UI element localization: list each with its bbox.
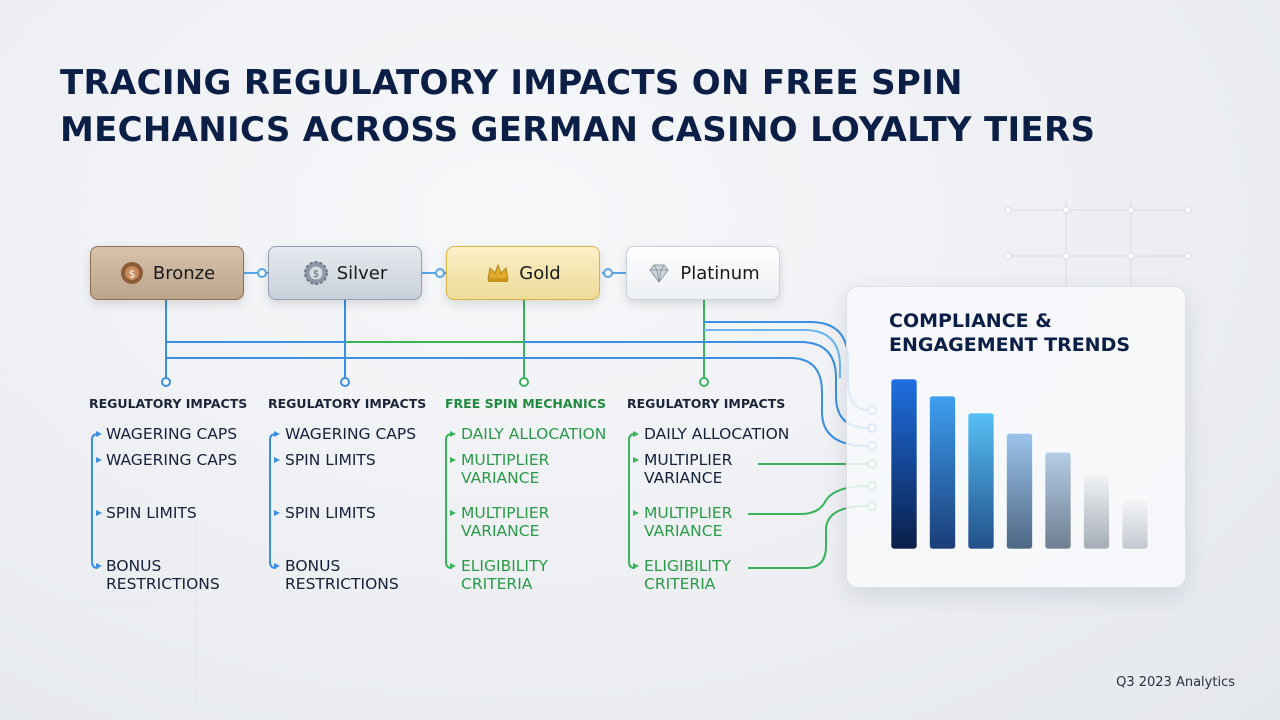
- list-item: ELIGIBILITY CRITERIA: [644, 557, 731, 593]
- list-item: ELIGIBILITY CRITERIA: [461, 557, 548, 593]
- chart-bar: [929, 395, 956, 550]
- column-heading: FREE SPIN MECHANICS: [445, 396, 607, 411]
- chart-bar: [967, 412, 995, 550]
- diamond-icon: [646, 260, 672, 286]
- list-item: MULTIPLIER VARIANCE: [461, 451, 550, 487]
- tier-bronze[interactable]: $ Bronze: [90, 246, 244, 300]
- list-item: SPIN LIMITS: [285, 504, 376, 522]
- list-item: WAGERING CAPS: [106, 451, 238, 469]
- tier-label: Gold: [519, 262, 561, 284]
- coin-icon: $: [119, 260, 145, 286]
- title-line-2: MECHANICS ACROSS GERMAN CASINO LOYALTY T…: [60, 110, 1096, 150]
- chart-bar: [1044, 451, 1072, 550]
- list-item: BONUS RESTRICTIONS: [106, 557, 220, 593]
- panel-title: COMPLIANCE & ENGAGEMENT TRENDS: [889, 309, 1169, 357]
- tier-label: Platinum: [680, 262, 760, 284]
- footer-label: Q3 2023 Analytics: [1116, 675, 1235, 690]
- list-item: SPIN LIMITS: [106, 504, 197, 522]
- tier-silver[interactable]: $ Silver: [268, 246, 422, 300]
- column-heading: REGULATORY IMPACTS: [89, 396, 248, 411]
- tier-label: Silver: [336, 262, 388, 284]
- chart-bar: [1083, 472, 1110, 550]
- trend-bar-chart: [890, 378, 1149, 550]
- chart-bar: [1006, 432, 1033, 550]
- crown-icon: [485, 260, 511, 286]
- chart-bar: [1121, 495, 1149, 550]
- list-item: SPIN LIMITS: [285, 451, 376, 469]
- list-item: MULTIPLIER VARIANCE: [644, 504, 733, 540]
- page-title: TRACING REGULATORY IMPACTS ON FREE SPIN …: [60, 60, 1210, 154]
- list-item: MULTIPLIER VARIANCE: [644, 451, 733, 487]
- panel-title-line-2: ENGAGEMENT TRENDS: [889, 334, 1131, 356]
- chart-bar: [890, 378, 918, 550]
- list-item: DAILY ALLOCATION: [461, 425, 607, 443]
- svg-text:$: $: [128, 268, 135, 281]
- list-item: BONUS RESTRICTIONS: [285, 557, 399, 593]
- list-item: MULTIPLIER VARIANCE: [461, 504, 550, 540]
- compliance-panel: COMPLIANCE & ENGAGEMENT TRENDS: [846, 286, 1186, 588]
- list-item: DAILY ALLOCATION: [644, 425, 790, 443]
- svg-text:$: $: [313, 269, 319, 280]
- gear-coin-icon: $: [303, 260, 329, 286]
- tier-label: Bronze: [152, 262, 216, 284]
- tier-gold[interactable]: Gold: [446, 246, 600, 300]
- title-line-1: TRACING REGULATORY IMPACTS ON FREE SPIN: [60, 63, 963, 103]
- column-heading: REGULATORY IMPACTS: [627, 396, 786, 411]
- list-item: WAGERING CAPS: [106, 425, 238, 443]
- list-item: WAGERING CAPS: [285, 425, 417, 443]
- panel-title-line-1: COMPLIANCE &: [889, 310, 1052, 332]
- column-heading: REGULATORY IMPACTS: [268, 396, 427, 411]
- tier-platinum[interactable]: Platinum: [626, 246, 780, 300]
